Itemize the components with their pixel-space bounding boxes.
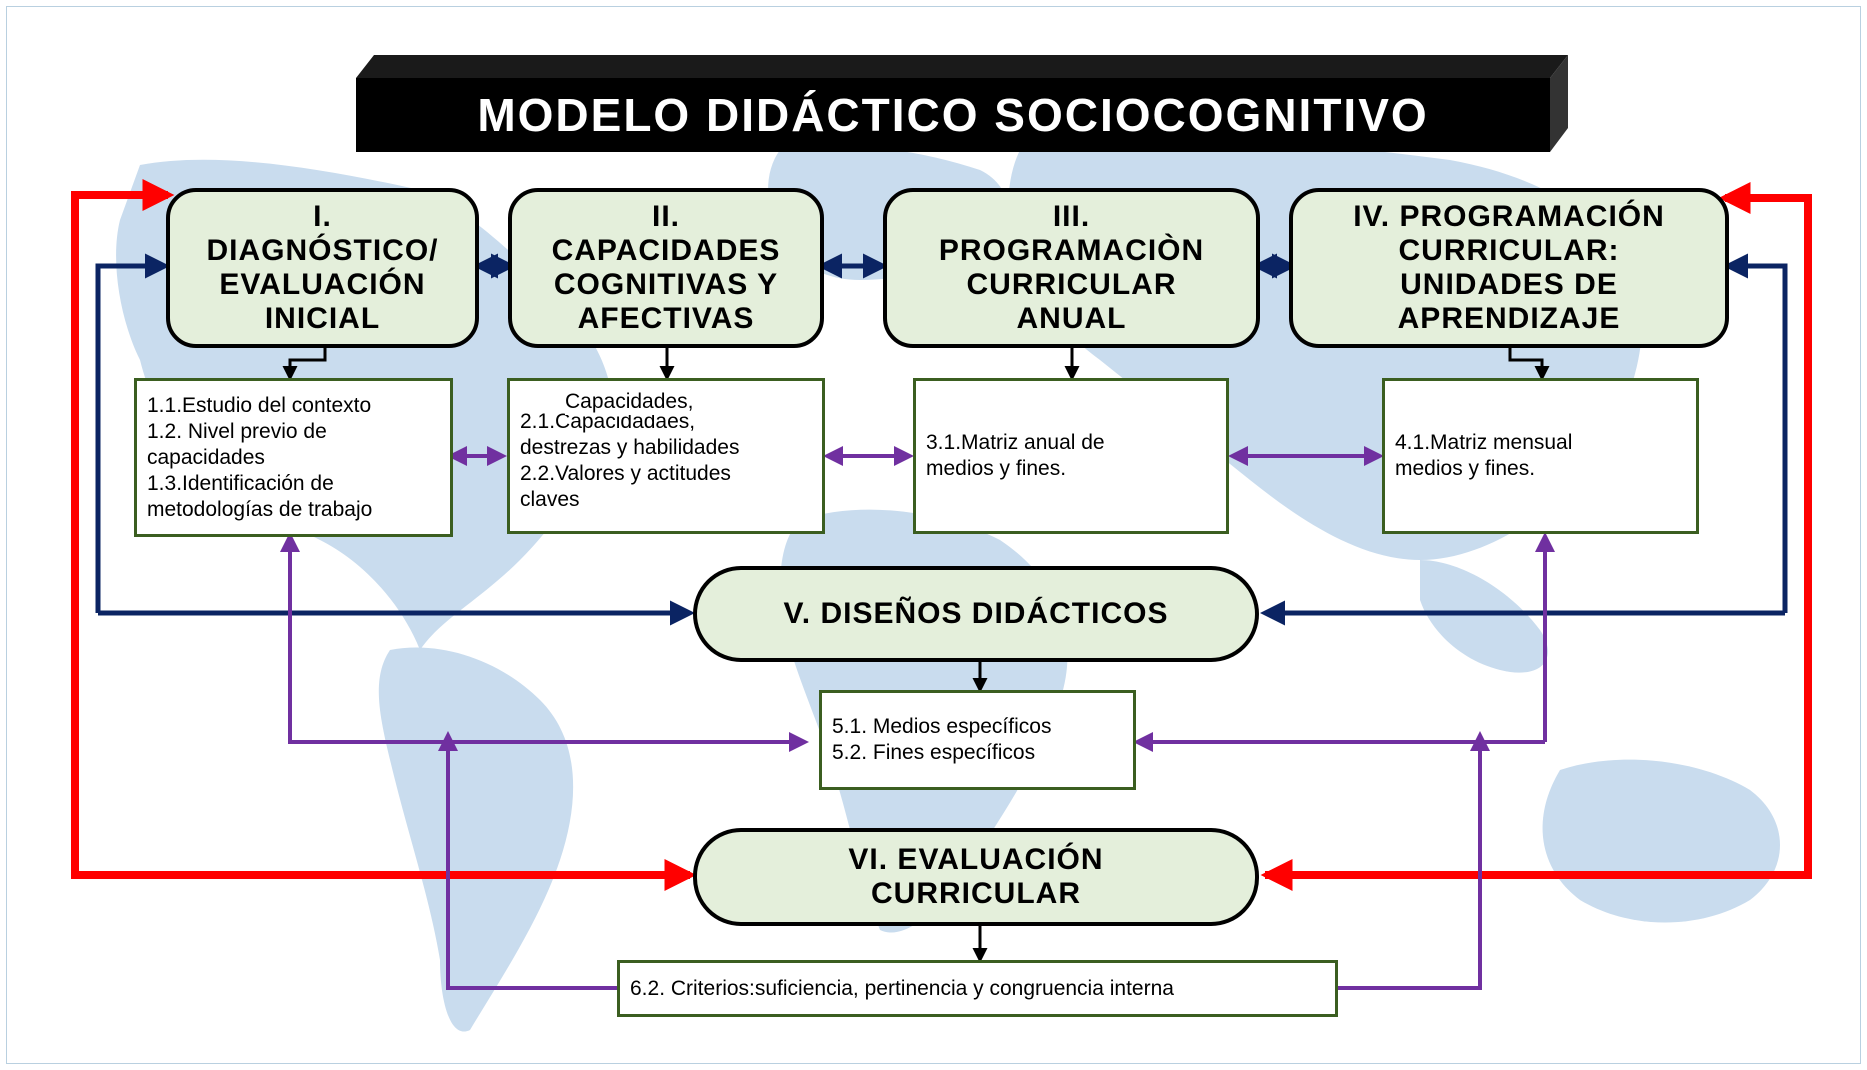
stage-5-label: V. DISEÑOS DIDÁCTICOS — [783, 597, 1169, 630]
outer-frame — [6, 6, 1861, 1064]
stage-5-disenos: V. DISEÑOS DIDÁCTICOS — [693, 566, 1259, 662]
purple-arrow-from-b6-left — [438, 731, 620, 990]
stage-4-label: IV. PROGRAMACIÓN CURRICULAR: UNIDADES DE… — [1353, 200, 1665, 335]
box-3-matriz-anual: 3.1.Matriz anual de medios y fines. — [913, 378, 1229, 534]
box-2-line: 2.2.Valores y actitudes — [520, 462, 731, 485]
box-2-line: claves — [520, 488, 580, 511]
stage-4-unidades: IV. PROGRAMACIÓN CURRICULAR: UNIDADES DE… — [1289, 188, 1729, 348]
stage-2-label: II. CAPACIDADES COGNITIVAS Y AFECTIVAS — [551, 200, 781, 335]
down-arrow-s4 — [1508, 345, 1550, 381]
down-arrow-s1 — [282, 345, 327, 381]
box-2-overlay-text: Capacidades, — [565, 389, 694, 415]
box-5-line: 5.2. Fines específicos — [832, 741, 1036, 764]
box-1-diagnostico: 1.1.Estudio del contexto 1.2. Nivel prev… — [134, 378, 453, 537]
box-3-line: medios y fines. — [926, 457, 1067, 480]
page-title: MODELO DIDÁCTICO SOCIOCOGNITIVO — [356, 78, 1550, 152]
red-feedback-left — [71, 179, 697, 891]
box-1-line: capacidades — [147, 446, 265, 469]
stage-6-label: VI. EVALUACIÓN CURRICULAR — [848, 843, 1104, 910]
map-southeast-asia — [1420, 560, 1548, 673]
red-feedback-right — [1260, 182, 1812, 891]
stage-3-label: III. PROGRAMACIÒN CURRICULAR ANUAL — [938, 200, 1205, 335]
box-4-matriz-mensual: 4.1.Matriz mensual medios y fines. — [1382, 378, 1699, 534]
box-2-line: 2.1.Capacidadaes, — [520, 410, 696, 433]
stage-2-capacidades: II. CAPACIDADES COGNITIVAS Y AFECTIVAS — [508, 188, 824, 348]
box-1-line: metodologías de trabajo — [147, 498, 373, 521]
box-1-line: 1.3.Identificación de — [147, 472, 334, 495]
box-4-line: 4.1.Matriz mensual — [1395, 431, 1573, 454]
purple-arrow-from-b6-right — [1337, 731, 1490, 990]
box-5-medios-fines: 5.1. Medios específicos 5.2. Fines espec… — [819, 690, 1136, 790]
box-4-line: medios y fines. — [1395, 457, 1536, 480]
box-5-line: 5.1. Medios específicos — [832, 715, 1052, 738]
box-6-line: 6.2. Criterios:suficiencia, pertinencia … — [630, 976, 1174, 1000]
navy-arrow-to-stage4 — [1723, 253, 1788, 613]
stage-6-evaluacion: VI. EVALUACIÓN CURRICULAR — [693, 828, 1259, 926]
stage-1-diagnostico: I. DIAGNÓSTICO/ EVALUACIÓN INICIAL — [166, 188, 479, 348]
box-2-capacidades: Capacidades, 2.1.Capacidadaes, destrezas… — [507, 378, 825, 534]
box-1-line: 1.2. Nivel previo de — [147, 420, 327, 443]
box-3-line: 3.1.Matriz anual de — [926, 431, 1105, 454]
box-6-criterios: 6.2. Criterios:suficiencia, pertinencia … — [617, 960, 1338, 1017]
map-australia — [1542, 759, 1780, 923]
stage-3-programacion-anual: III. PROGRAMACIÒN CURRICULAR ANUAL — [883, 188, 1260, 348]
stage-1-label: I. DIAGNÓSTICO/ EVALUACIÓN INICIAL — [206, 200, 439, 335]
navy-arrow-to-stage1 — [95, 253, 170, 613]
box-1-line: 1.1.Estudio del contexto — [147, 394, 372, 417]
box-2-line: destrezas y habilidades — [520, 436, 740, 459]
